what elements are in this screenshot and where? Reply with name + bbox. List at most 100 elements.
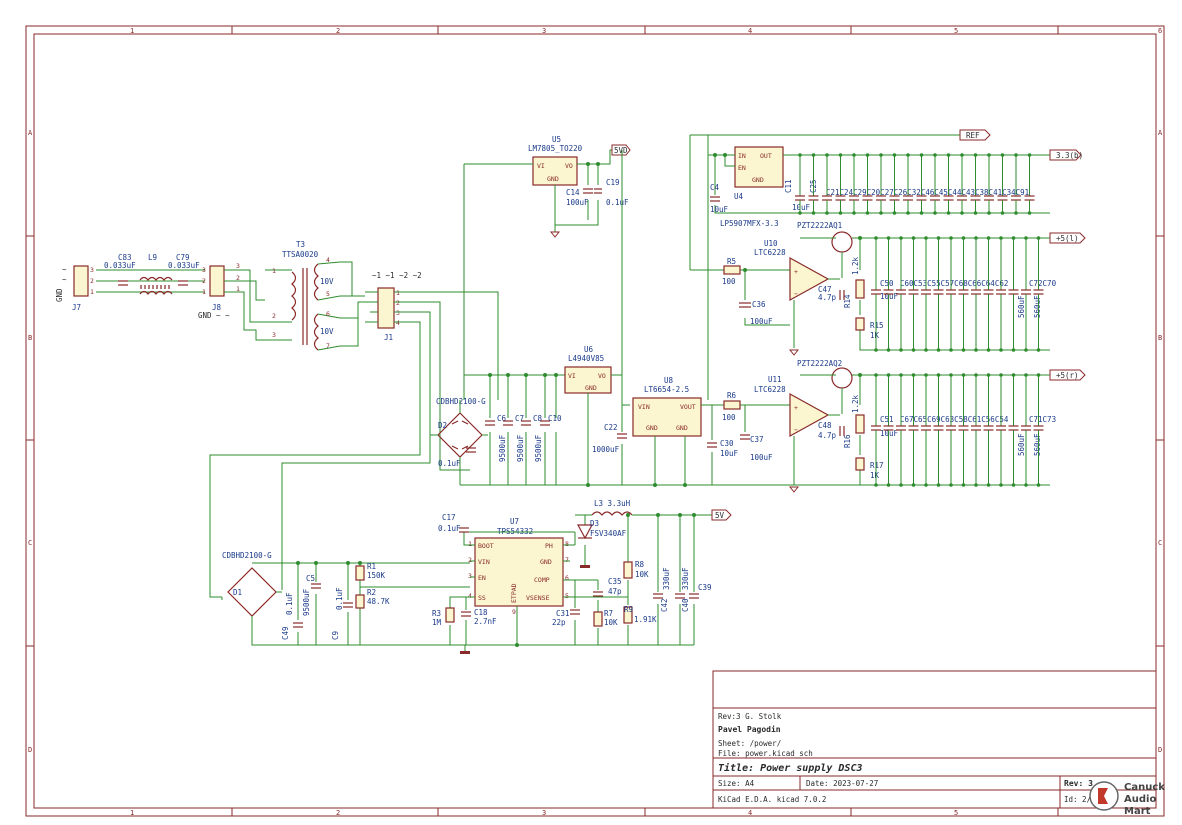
svg-text:C79: C79 <box>176 253 190 262</box>
t3-secondary-10v-b: 10V <box>320 327 334 336</box>
bank-capacitor <box>946 236 956 352</box>
svg-text:J8: J8 <box>212 303 222 312</box>
title-block: Rev:3 G. Stolk Pavel Pagodin Sheet: /pow… <box>712 670 1157 809</box>
svg-text:J1: J1 <box>384 333 393 342</box>
svg-text:8: 8 <box>565 540 569 548</box>
svg-text:C9: C9 <box>331 631 340 640</box>
svg-text:5: 5 <box>565 592 569 600</box>
svg-text:10uF: 10uF <box>880 429 899 438</box>
bank-capacitor <box>795 153 805 215</box>
svg-text:VOUT: VOUT <box>680 403 696 411</box>
svg-text:1M: 1M <box>432 618 442 627</box>
junction-dots <box>296 153 862 647</box>
svg-text:R9: R9 <box>624 605 633 614</box>
svg-text:C72C70: C72C70 <box>1029 279 1057 288</box>
bank-capacitor <box>908 373 919 487</box>
net-5vd: 5VD <box>614 146 628 155</box>
svg-text:9: 9 <box>512 608 516 616</box>
tb-sheet: Sheet: /power/ <box>718 739 781 748</box>
regulator-u5: U5 LM7805_TO220 VI VO GND C14 100uF C19 … <box>463 135 631 400</box>
buck-u7: U7 TPS54332 BOOT VIN EN SS PH GND COMP V… <box>432 513 628 654</box>
svg-text:100uF: 100uF <box>566 198 589 207</box>
svg-text:1.2k: 1.2k <box>851 256 860 275</box>
svg-text:SS: SS <box>478 594 486 602</box>
svg-text:150K: 150K <box>367 571 386 580</box>
svg-text:4: 4 <box>396 319 400 327</box>
transformer-t3: T3 TTSA0020 1 2 3 4 5 6 7 10V 10V <box>265 240 370 351</box>
bank-capacitor <box>822 153 832 215</box>
bank-capacitor <box>970 153 981 215</box>
svg-text:1.2k: 1.2k <box>851 394 860 413</box>
svg-text:3: 3 <box>90 266 94 274</box>
output-stage-l3-d3: L3 3.3uH D3 FSV340AF 5V R8 10K R9 1.91K … <box>552 499 732 646</box>
tb-tool: KiCad E.D.A. kicad 7.0.2 <box>718 795 826 804</box>
row-label-b2: B <box>1158 334 1162 342</box>
j7-gnd-label: GND <box>55 288 64 302</box>
svg-text:560uF: 560uF <box>1033 295 1042 318</box>
reference-u8: U8 LT6654-2.5 VIN VOUT GND GND C22 1000u… <box>592 376 790 485</box>
svg-text:100uF: 100uF <box>750 453 773 462</box>
col-label-4: 4 <box>748 27 752 35</box>
svg-text:1: 1 <box>236 285 240 293</box>
net-3v3: 3.3(b) <box>1056 151 1083 160</box>
svg-text:VI: VI <box>568 372 576 380</box>
opamp-u10-stage: U10 LTC6228 +− R5 100 C36 100uF PZT2222A… <box>690 221 1086 356</box>
svg-text:GND: GND <box>752 176 764 184</box>
svg-text:C35: C35 <box>608 577 622 586</box>
svg-text:VIN: VIN <box>478 558 490 566</box>
svg-text:U5: U5 <box>552 135 561 144</box>
inner-frame <box>33 33 1157 809</box>
svg-text:R17: R17 <box>870 461 884 470</box>
svg-text:9500uF: 9500uF <box>534 434 543 462</box>
divider-r1-r2-c9: C9 0.1uF R1 150K R2 48.7K <box>331 562 470 645</box>
bank-capacitor <box>883 373 894 487</box>
tb-date: Date: 2023-07-27 <box>806 779 878 788</box>
svg-text:C31: C31 <box>556 609 570 618</box>
bank-capacitor <box>957 153 967 215</box>
svg-text:3: 3 <box>468 572 472 580</box>
svg-text:100uF: 100uF <box>750 317 773 326</box>
svg-text:U8: U8 <box>664 376 674 385</box>
bank-capacitor <box>997 153 1008 215</box>
col-label-4b: 4 <box>748 809 752 817</box>
svg-text:GND: GND <box>676 424 688 432</box>
tb-author: Pavel Pagodin <box>718 724 781 734</box>
svg-text:IN: IN <box>738 152 746 160</box>
cap-row-5r-labels: C67C65C69C63C58C61C56C54 <box>900 415 1009 424</box>
svg-text:2.7nF: 2.7nF <box>474 617 497 626</box>
regulator-u6: U6 L4940V85 VI VO GND <box>564 150 630 485</box>
bank-capacitor <box>1021 236 1031 352</box>
svg-text:D2: D2 <box>438 421 447 430</box>
svg-text:1.91K: 1.91K <box>634 615 657 624</box>
svg-text:C50: C50 <box>880 279 894 288</box>
svg-text:LP5907MFX-3.3: LP5907MFX-3.3 <box>720 219 779 228</box>
svg-text:U11: U11 <box>768 375 782 384</box>
svg-text:T3: T3 <box>296 240 305 249</box>
bank-capacitor <box>946 373 956 487</box>
bank-capacitor <box>921 373 931 487</box>
bank-capacitor <box>996 236 1006 352</box>
row-label-c: C <box>28 539 32 547</box>
watermark: Canuck Audio Mart <box>1089 781 1165 817</box>
bank-capacitor <box>908 236 919 352</box>
svg-text:47p: 47p <box>608 587 622 596</box>
svg-text:1: 1 <box>396 289 400 297</box>
svg-text:C10: C10 <box>548 414 562 423</box>
bank-capacitor <box>896 236 906 352</box>
svg-text:R6: R6 <box>727 391 737 400</box>
maple-leaf-icon <box>1098 788 1108 804</box>
svg-text:100: 100 <box>722 277 736 286</box>
col-label-6: 6 <box>1158 27 1162 35</box>
bank-capacitor <box>958 373 969 487</box>
col-label-1b: 1 <box>130 809 134 817</box>
rectifier-d1: CDBHD2100-G D1 C49 0.1uF C5 9500uF <box>221 551 470 646</box>
svg-text:C22: C22 <box>604 423 618 432</box>
svg-text:0.1uF: 0.1uF <box>606 198 629 207</box>
regulator-u4: REF IN EN OUT GND U4 LP5907MFX-3.3 3.3(b… <box>689 129 1083 400</box>
net-ref: REF <box>966 131 980 140</box>
svg-text:C6: C6 <box>497 414 507 423</box>
col-label-3b: 3 <box>542 809 546 817</box>
svg-text:R5: R5 <box>727 257 736 266</box>
svg-text:10uF: 10uF <box>880 292 899 301</box>
filter-c83-l9-c79: C83 0.033uF L9 C79 0.033uF <box>96 253 205 295</box>
